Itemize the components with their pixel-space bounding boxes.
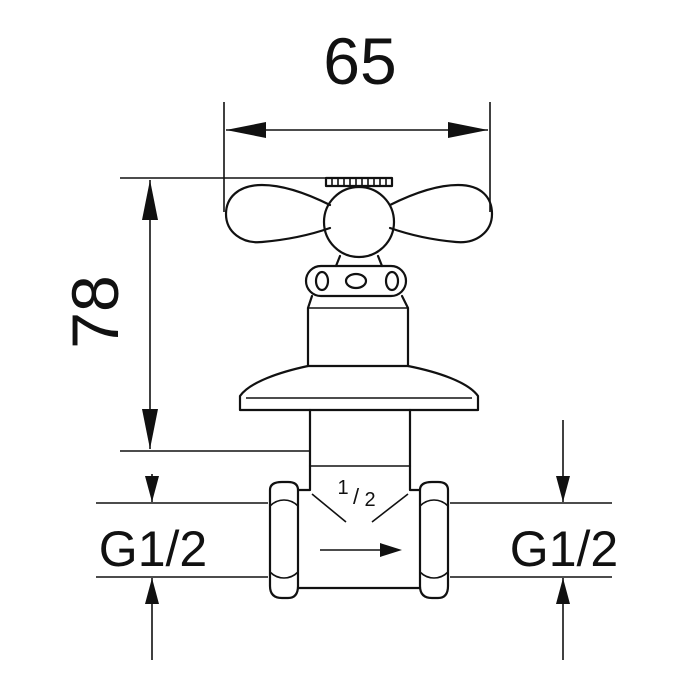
- width-label: 65: [323, 24, 396, 98]
- size-mark-numerator: 1: [337, 477, 348, 499]
- width-dimension: 65: [223, 24, 491, 212]
- size-mark-denominator: 2: [364, 489, 375, 511]
- knurl-marks: [331, 178, 387, 186]
- escutcheon-outline: [238, 364, 480, 412]
- collar-hole-left: [314, 270, 330, 292]
- width-arrow-right: [448, 122, 488, 138]
- stem-right-edge: [400, 294, 410, 368]
- width-arrow-left: [226, 122, 266, 138]
- collar-hole-right: [384, 270, 400, 292]
- left-thread-arrow-bottom: [145, 578, 159, 604]
- height-dimension: 78: [58, 177, 330, 452]
- handle-hub: [322, 185, 396, 259]
- left-thread-label: G1/2: [99, 521, 207, 577]
- body-right-shoulder: [408, 464, 422, 492]
- handle-collar: [304, 264, 408, 298]
- right-hex-top-curve: [419, 499, 449, 507]
- knurled-cap: [324, 176, 394, 188]
- stem-left-edge: [306, 294, 314, 368]
- right-thread-dimension: G1/2: [450, 420, 618, 660]
- height-arrow-bottom: [142, 409, 158, 449]
- body-left-shoulder: [296, 464, 312, 492]
- handle-lever-left: [224, 183, 332, 244]
- left-thread-dimension: G1/2: [96, 474, 268, 660]
- valve-stem: [306, 294, 410, 368]
- right-hex-bottom-curve: [419, 571, 449, 579]
- valve-body: 1 / 2: [268, 464, 450, 600]
- handle-neck-left: [334, 254, 342, 268]
- left-thread-arrow-top: [145, 476, 159, 502]
- handle-lever-right: [388, 183, 494, 244]
- handle-neck-right: [376, 254, 384, 268]
- left-hex-nut: [268, 480, 300, 600]
- flow-line-left: [311, 493, 347, 523]
- flow-arrow-head: [380, 543, 402, 557]
- right-thread-arrow-top: [556, 476, 570, 502]
- flow-line-right: [371, 493, 409, 523]
- height-label: 78: [58, 275, 132, 348]
- collar-hole-center: [344, 272, 368, 290]
- right-thread-label: G1/2: [510, 521, 618, 577]
- right-hex-nut: [418, 480, 450, 600]
- valve-handle: [224, 176, 494, 298]
- size-mark-slash: /: [353, 484, 360, 509]
- right-thread-arrow-bottom: [556, 578, 570, 604]
- escutcheon-plate: [238, 364, 480, 412]
- height-arrow-top: [142, 180, 158, 220]
- left-hex-top-curve: [269, 499, 299, 507]
- left-hex-bottom-curve: [269, 571, 299, 579]
- lower-spindle: [308, 408, 412, 468]
